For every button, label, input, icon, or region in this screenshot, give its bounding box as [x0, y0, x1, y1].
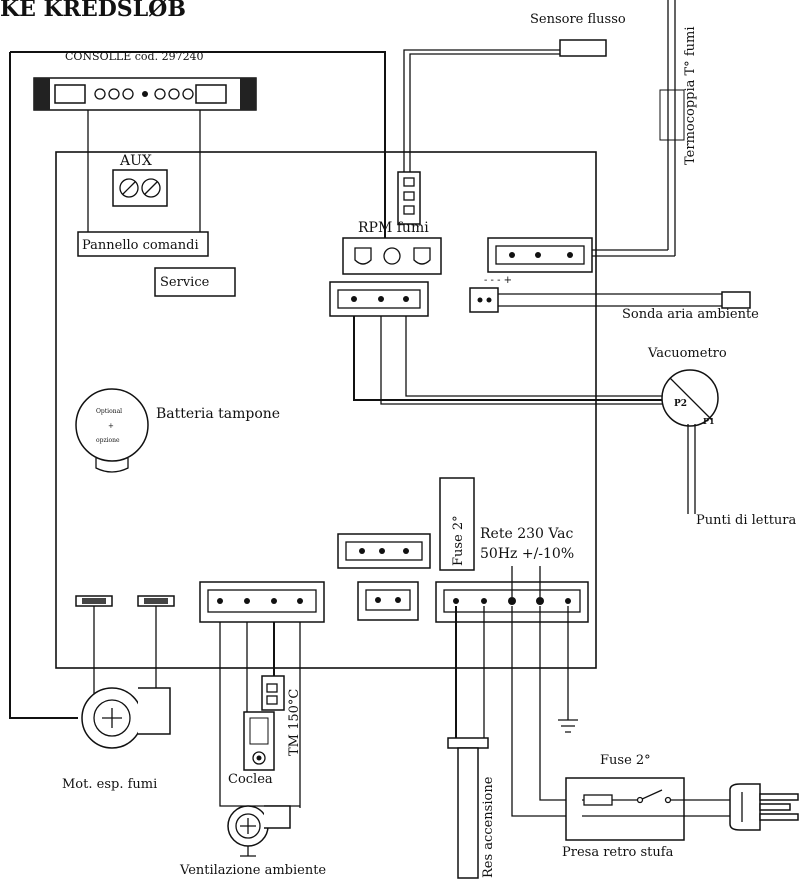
flow-sensor-connector — [397, 171, 421, 225]
termocoppia-probe — [659, 0, 685, 256]
vacuum-connector — [329, 281, 429, 317]
consolle-unit — [33, 77, 257, 111]
rpm-fumi-label: RPM fumi — [358, 220, 429, 236]
console-wire-left — [9, 52, 78, 719]
battery-inner-label-2: + — [108, 422, 114, 430]
sensore-flusso — [559, 39, 607, 57]
thermocouple-connector — [487, 237, 593, 273]
rpm-fumi-connector — [342, 237, 442, 275]
consolle-label: CONSOLLE cod. 297240 — [65, 50, 204, 63]
service-box — [154, 267, 236, 297]
mid-connector — [337, 533, 431, 569]
rete-label-1: Rete 230 Vac — [480, 526, 574, 542]
presa-retro-stufa-label: Presa retro stufa — [562, 845, 674, 860]
vacuometro-gauge: P2 P1 — [661, 369, 719, 427]
fuse-board-label: Fuse 2° — [451, 515, 466, 566]
service-label: Service — [160, 275, 210, 290]
motor-connector — [199, 581, 325, 623]
battery-tampone: Optional + opzione — [75, 388, 149, 473]
diagram-title: KE KREDSLØB — [0, 0, 186, 22]
mains-plug — [729, 783, 799, 831]
termocoppia-label: Termocoppia T° fumi — [683, 27, 698, 166]
polarity-label: - - - + — [484, 275, 512, 286]
tm-label: TM 150°C — [287, 689, 302, 756]
coclea-label: Coclea — [228, 772, 273, 787]
console-wire-top — [10, 51, 386, 243]
sensore-flusso-label: Sensore flusso — [530, 12, 626, 27]
presa-retro-stufa — [565, 777, 730, 841]
small-connector — [357, 581, 419, 621]
batteria-tampone-label: Batteria tampone — [156, 406, 280, 422]
vacuometro-label: Vacuometro — [647, 346, 727, 361]
tm-150-component — [261, 675, 285, 711]
mot-esp-fumi-label: Mot. esp. fumi — [62, 777, 157, 792]
pannello-comandi-label: Pannello comandi — [82, 238, 199, 253]
res-accensione-label: Res accensione — [481, 776, 496, 878]
sonda-aria-probe — [721, 291, 751, 309]
main-board — [55, 151, 597, 669]
rete-label-2: 50Hz +/-10% — [480, 546, 574, 562]
battery-inner-label-3: opzione — [96, 437, 120, 444]
aux-label: AUX — [119, 153, 152, 169]
ground-symbol — [558, 719, 578, 733]
sonda-aria-label: Sonda aria ambiente — [622, 307, 759, 322]
mot-esp-fumi — [81, 687, 171, 749]
aux-terminal — [112, 169, 168, 207]
res-accensione-element — [447, 737, 489, 879]
ventilazione-label: Ventilazione ambiente — [179, 863, 326, 878]
punti-lettura-label: Punti di lettura — [696, 513, 797, 528]
p1-label: P1 — [703, 416, 715, 426]
pannello-comandi-box — [77, 231, 209, 257]
fuse-board — [439, 477, 475, 571]
p2-label: P2 — [674, 399, 687, 409]
fuse-plug-label: Fuse 2° — [600, 753, 651, 768]
sonda-connector — [469, 287, 499, 313]
coclea-motor — [243, 711, 275, 771]
ventilazione-fan — [227, 805, 291, 857]
battery-inner-label-1: Optional — [96, 408, 122, 415]
